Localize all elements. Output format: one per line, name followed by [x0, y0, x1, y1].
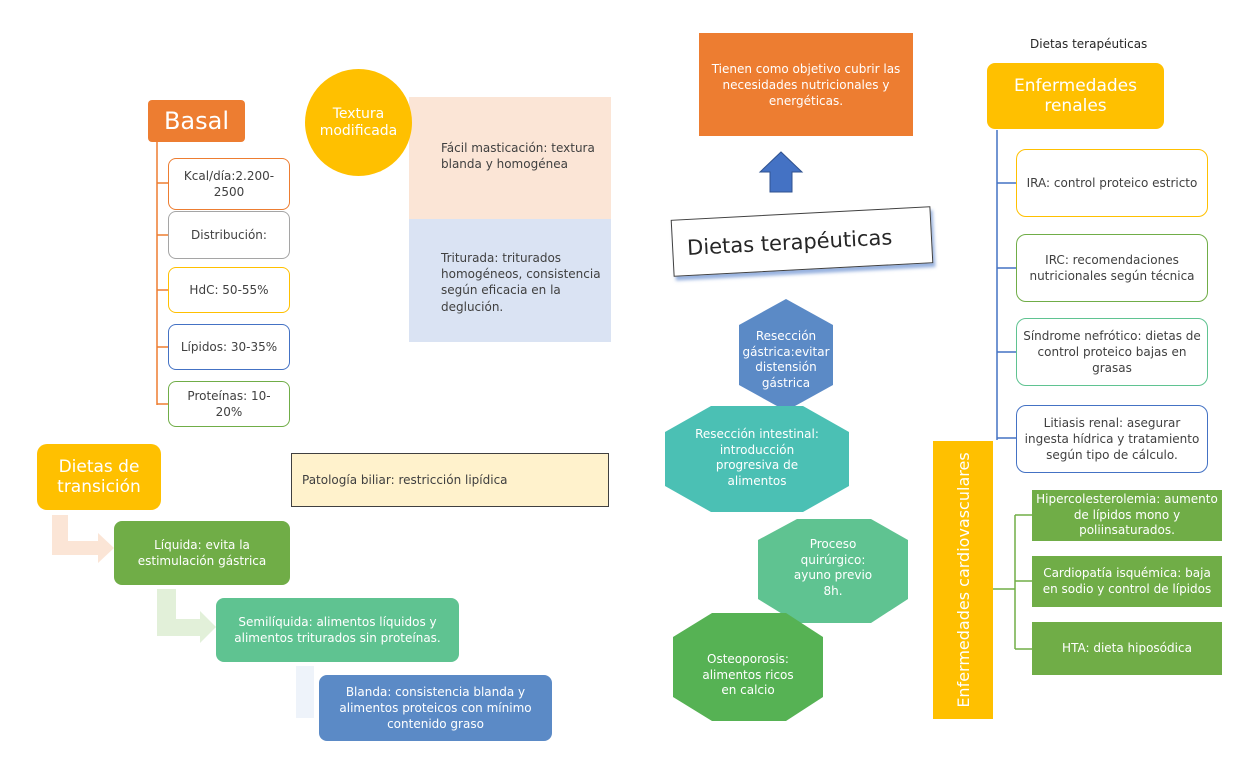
textura-triturada-text: Triturada: triturados homogéneos, consis…: [441, 251, 601, 314]
hex-proceso-quirurgico: Proceso quirúrgico: ayuno previo 8h.: [793, 537, 873, 598]
top-right-label: Dietas terapéuticas: [1030, 37, 1148, 51]
basal-title: Basal: [148, 100, 245, 142]
basal-item-distribucion: Distribución:: [168, 211, 290, 259]
objective-box: Tienen como objetivo cubrir las necesida…: [699, 33, 913, 136]
hex-reseccion-intestinal: Resección intestinal: introducción progr…: [695, 427, 819, 488]
transicion-semiliquida: Semilíquida: alimentos líquidos y alimen…: [216, 598, 459, 662]
textura-facil-text: Fácil masticación: textura blanda y homo…: [441, 141, 595, 172]
basal-item-kcal: Kcal/día:2.200-2500: [168, 158, 290, 210]
renales-ira: IRA: control proteico estricto: [1016, 149, 1208, 217]
transicion-title: Dietas de transición: [37, 444, 161, 510]
textura-circle: Textura modificada: [305, 69, 412, 176]
transicion-liquida: Líquida: evita la estimulación gástrica: [114, 521, 290, 585]
biliar-box: Patología biliar: restricción lipídica: [291, 453, 609, 507]
basal-item-proteinas: Proteínas: 10-20%: [168, 381, 290, 427]
cardio-hipercolesterolemia: Hipercolesterolemia: aumento de lípidos …: [1032, 490, 1222, 541]
cardio-hta: HTA: dieta hiposódica: [1032, 622, 1222, 675]
basal-item-lipidos: Lípidos: 30-35%: [168, 324, 290, 370]
renales-nefrotico: Síndrome nefrótico: dietas de control pr…: [1016, 318, 1208, 386]
basal-item-hdc: HdC: 50-55%: [168, 267, 290, 313]
hex-osteoporosis: Osteoporosis: alimentos ricos en calcio: [702, 652, 794, 698]
cardio-cardiopatia: Cardiopatía isquémica: baja en sodio y c…: [1032, 556, 1222, 607]
renales-title: Enfermedades renales: [987, 63, 1164, 129]
cardio-title-box: [933, 441, 993, 719]
transicion-blanda: Blanda: consistencia blanda y alimentos …: [319, 675, 552, 741]
renales-irc: IRC: recomendaciones nutricionales según…: [1016, 234, 1208, 302]
renales-litiasis: Litiasis renal: asegurar ingesta hídrica…: [1016, 405, 1208, 473]
cardio-title: Enfermedades cardiovasculares: [953, 452, 973, 708]
textura-panel-triturada: [409, 219, 611, 342]
textura-panel-facil: [409, 97, 611, 219]
hex-reseccion-gastrica: Resección gástrica:evitar distensión gás…: [742, 329, 830, 390]
